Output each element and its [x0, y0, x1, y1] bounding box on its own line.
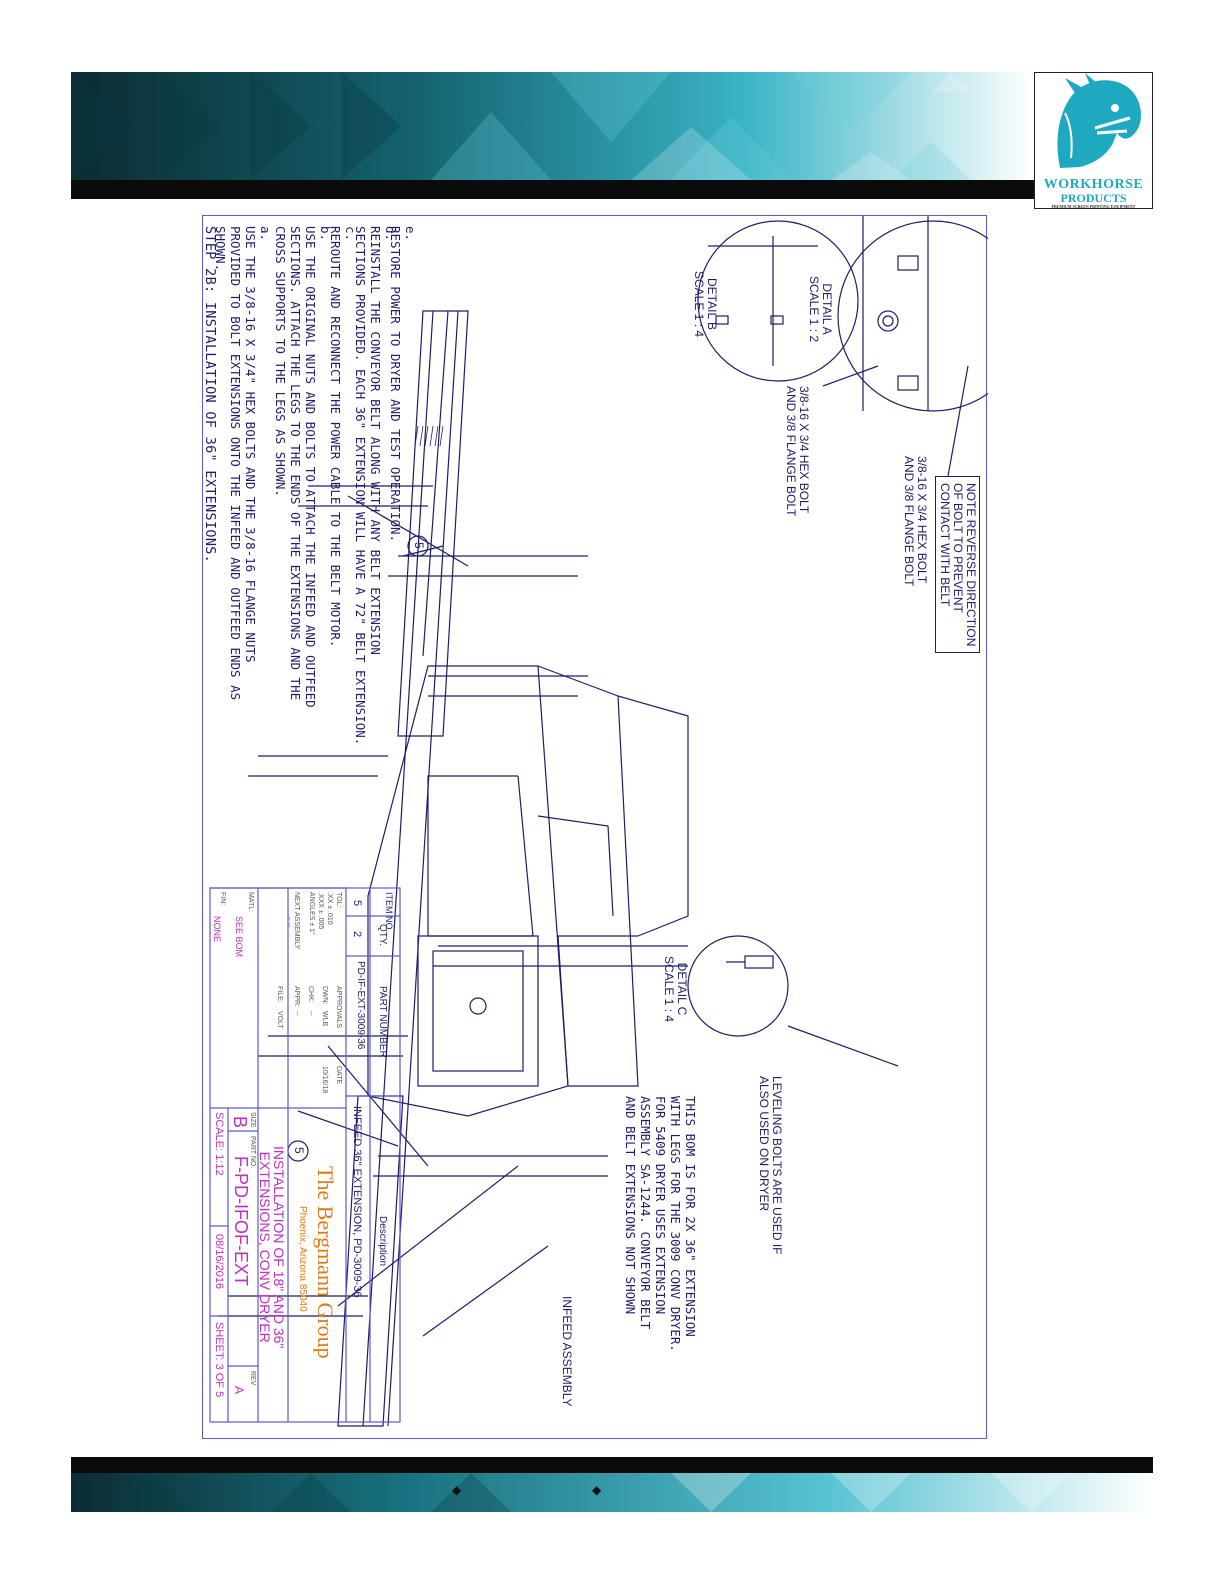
company-location: Phoenix, Arizona 85040: [297, 1206, 308, 1312]
next-assembly: -- --: [285, 916, 292, 928]
part-no-value: F-PD-IFOF-EXT: [231, 1156, 251, 1286]
next-assembly-label: NEXT ASSEMBLY: [293, 892, 300, 950]
leader-note: [947, 365, 969, 477]
instruction-a-text: USE THE 3/8-16 X 3/4" HEX BOLTS AND THE …: [213, 226, 258, 701]
instruction-e-text: RESTORE POWER TO DRYER AND TEST OPERATIO…: [388, 226, 403, 543]
tol-label: TOL:: [335, 892, 342, 908]
drawing-content: STEP 2B: INSTALLATION OF 36" EXTENSIONS.…: [202, 216, 988, 1440]
instruction-d-text: REINSTALL THE CONVEYOR BELT ALONG WITH A…: [353, 226, 383, 746]
detail-a-circle: [837, 220, 988, 412]
balloon-5-b-label: 5: [292, 1147, 306, 1154]
conveyor-dryer-drawing: [209, 216, 988, 1427]
approvals-label: APPROVALS: [335, 986, 342, 1028]
bom-note: THIS BOM IS FOR 2X 36" EXTENSION WITH LE…: [623, 1096, 698, 1352]
bom-row-desc: INFEED 36" EXTENSION, PD-3009-36: [351, 1106, 363, 1298]
detail-c-label: DETAIL C SCALE 1 : 4: [662, 956, 689, 1023]
fin-value: NONE: [212, 916, 222, 943]
instruction-e-label: e.: [403, 226, 418, 242]
balloon-5-a: [407, 535, 429, 557]
tol-xxx: .XXX ± .005: [317, 892, 324, 930]
dwn-date: 10/16/18: [321, 1066, 328, 1094]
file-value: VOLT: [276, 1011, 283, 1029]
bom-header-qty: QTY.: [377, 924, 388, 947]
detail-b-label: DETAIL B SCALE 1 : 4: [692, 271, 719, 338]
date-label: DATE: [335, 1066, 342, 1085]
bom-row-part: PD-IF-EXT-3009-36: [355, 961, 366, 1050]
bom-header-desc: Description: [377, 1216, 388, 1267]
matl-value: SEE BOM: [234, 916, 244, 958]
bolt-callout-b: 3/8-16 X 3/4 HEX BOLT AND 3/8 FLANGE BOL…: [784, 386, 811, 517]
scale-value: SCALE: 1:12: [213, 1112, 225, 1176]
rev-label: REV: [249, 1371, 256, 1386]
reverse-bolt-note: NOTE REVERSE DIRECTION OF BOLT TO PREVEN…: [935, 476, 980, 654]
brand-logo: WORKHORSE PRODUCTS PREMIUM SCREEN PRINTI…: [1034, 72, 1153, 209]
matl-label: MATL:: [247, 892, 254, 913]
detail-b-scale: SCALE 1 : 4: [692, 271, 706, 338]
infeed-assembly-callout: INFEED ASSEMBLY: [560, 1296, 574, 1407]
detail-a-label: DETAIL A SCALE 1 : 2: [807, 276, 834, 343]
instruction-a-label: a.: [258, 226, 273, 242]
file-label: FILE:: [276, 986, 283, 1003]
drawing-sheet: STEP 2B: INSTALLATION OF 36" EXTENSIONS.…: [202, 215, 988, 1440]
date-value: 08/16/2016: [213, 1234, 225, 1290]
dwn-label: DWN:: [321, 986, 328, 1005]
detail-b-circle: [697, 220, 859, 382]
detail-a-scale: SCALE 1 : 2: [807, 276, 821, 343]
horse-head-icon: [1057, 73, 1141, 168]
triangle-pattern: [71, 72, 1034, 180]
detail-c-circle: [687, 935, 789, 1037]
drawing-title: INSTALLATION OF 18" AND 36" EXTENSIONS, …: [257, 1146, 287, 1349]
instruction-e: e. RESTORE POWER TO DRYER AND TEST OPERA…: [388, 226, 433, 866]
fin-label: FIN:: [219, 892, 226, 906]
bom-row-qty: 2: [351, 931, 363, 938]
detail-a-name: DETAIL A: [820, 283, 834, 335]
footer-banner: [71, 1473, 1153, 1512]
header-banner: [71, 72, 1034, 180]
size-label: SIZE: [249, 1112, 256, 1128]
instruction-c-text: REROUTE AND RECONNECT THE POWER CABLE TO…: [328, 226, 343, 648]
brand-name-line1: WORKHORSE: [1043, 177, 1144, 192]
chk-label: CHK:: [307, 986, 314, 1003]
bolt-callout-a: 3/8-16 X 3/4 HEX BOLT AND 3/8 FLANGE BOL…: [902, 456, 929, 587]
balloon-5-a-label: 5: [412, 542, 426, 549]
footer-pattern: [71, 1473, 1153, 1512]
footer-diamond-left-icon: ◆: [452, 1483, 462, 1497]
bom-row-item: 5: [351, 900, 363, 907]
sheet-value: SHEET: 3 OF 5: [213, 1322, 225, 1398]
detail-b-name: DETAIL B: [705, 278, 719, 331]
tol-angles: ANGLES ± 1°: [308, 892, 315, 935]
header-black-bar: [71, 180, 1153, 199]
company-name: The Bergmann Group: [313, 1166, 338, 1359]
detail-c-name: DETAIL C: [675, 962, 689, 1016]
detail-c-scale: SCALE 1 : 4: [662, 956, 676, 1023]
tol-xx: .XX ± .010: [326, 892, 333, 925]
leveling-bolt-callout: LEVELING BOLTS ARE USED IF ALSO USED ON …: [757, 1076, 784, 1255]
rev-value: A: [232, 1386, 246, 1395]
appr-label: APPR:: [293, 986, 300, 1008]
chk-value: --: [307, 1011, 314, 1016]
footer-diamond-right-icon: ◆: [592, 1483, 602, 1497]
footer-black-bar: [71, 1457, 1153, 1473]
bom-header-part: PART NUMBER: [377, 986, 388, 1058]
brand-tagline: PREMIUM SCREEN PRINTING EQUIPMENT: [1051, 204, 1136, 209]
size-value: B: [230, 1116, 250, 1129]
appr-value: --: [293, 1011, 300, 1016]
instruction-b-text: USE THE ORIGINAL NUTS AND BOLTS TO ATTAC…: [273, 226, 318, 708]
dwn-value: WLB: [321, 1011, 328, 1027]
brand-name-line2: PRODUCTS: [1060, 191, 1127, 205]
